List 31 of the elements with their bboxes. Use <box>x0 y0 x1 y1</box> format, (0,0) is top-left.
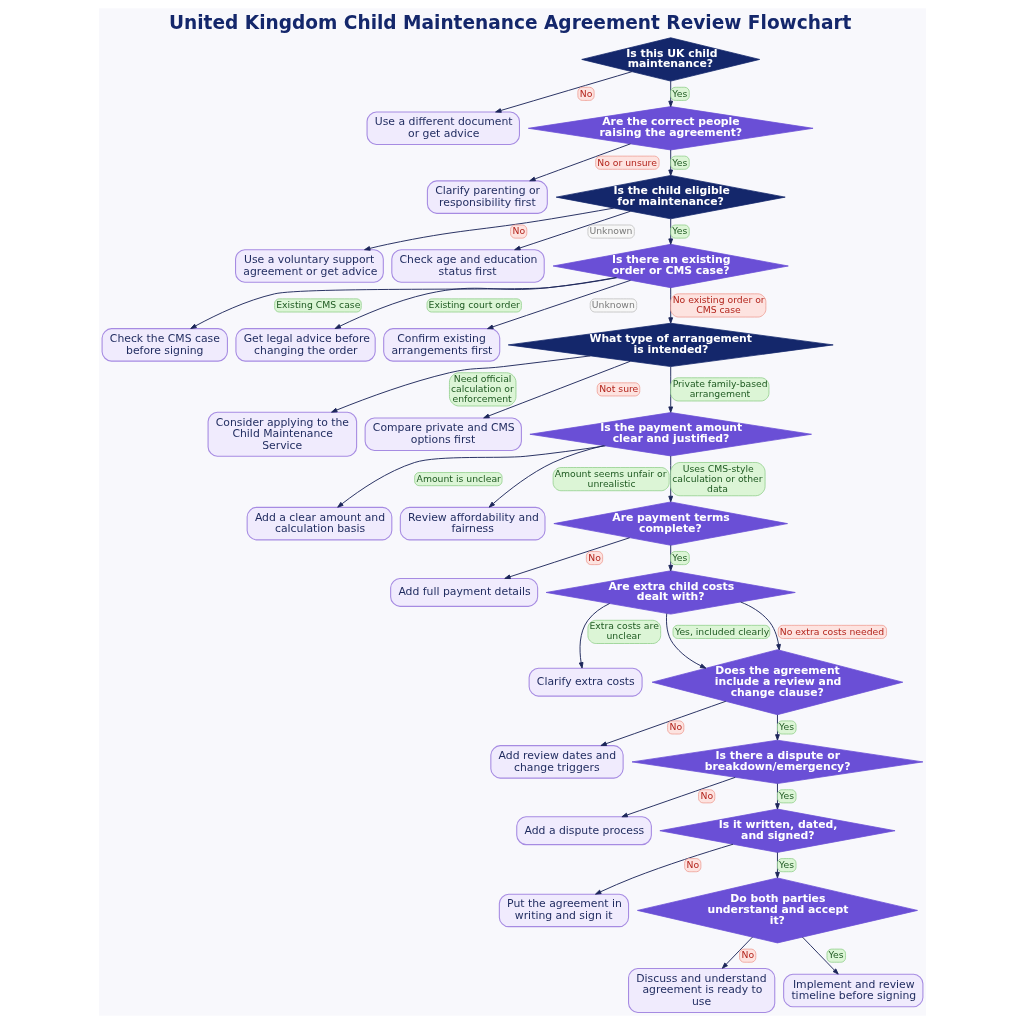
edge-label: Yes <box>671 225 687 237</box>
edge-label: Unknown <box>588 225 632 237</box>
edge-label: Not sure <box>598 383 638 395</box>
edge-label: Yes <box>671 87 687 99</box>
edge-label: Private family-based arrangement <box>672 377 768 399</box>
edge-label: No <box>740 949 754 961</box>
edge-label: Yes, included clearly <box>674 625 769 637</box>
edge-label: Yes <box>828 949 843 961</box>
edge-label: Amount seems unfair or unrealistic <box>554 467 667 489</box>
edge-label: Yes <box>671 551 687 563</box>
edge-label: Extra costs are unclear <box>588 620 659 642</box>
edge-label: No <box>579 87 592 99</box>
edge-label: No <box>699 790 713 802</box>
edge-label: Amount is unclear <box>416 472 501 484</box>
edge-label: No <box>669 721 682 733</box>
edge-label: Need official calculation or enforcement <box>450 373 514 405</box>
edge-label: No <box>512 225 525 237</box>
edge-label: Existing CMS case <box>275 299 360 311</box>
edge-label: No existing order or CMS case <box>672 293 765 315</box>
edge-label: Uses CMS-style calculation or other data <box>671 462 763 494</box>
edge-label: No or unsure <box>596 156 657 168</box>
edge-label: No <box>587 551 601 563</box>
edge-label: Yes <box>778 721 794 733</box>
edge-label: No <box>686 858 699 870</box>
edge-label: Yes <box>671 156 687 168</box>
edge-label: No extra costs needed <box>779 625 884 637</box>
edge-label: Yes <box>778 790 794 802</box>
edge-label: Existing court order <box>428 299 520 311</box>
diagram-title: United Kingdom Child Maintenance Agreement Review Flowchart <box>168 11 851 33</box>
edge-label: Unknown <box>591 299 635 311</box>
edge-label: Yes <box>778 858 794 870</box>
